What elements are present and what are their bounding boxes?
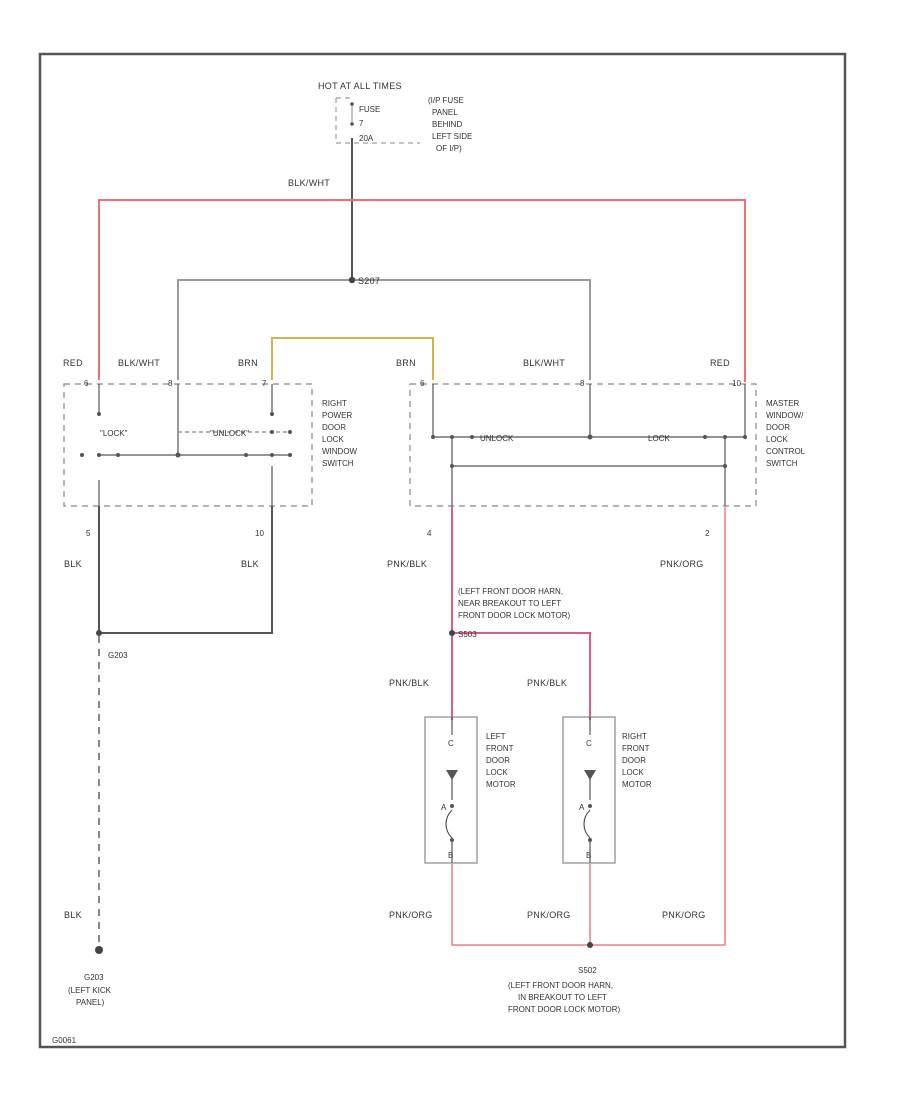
ground-junction-label: G203 (108, 651, 128, 660)
splice-s502-note: (LEFT FRONT DOOR HARN, IN BREAKOUT TO LE… (508, 981, 620, 1014)
right-motor-arrow (584, 770, 596, 780)
splice-s207-label: S207 (358, 276, 380, 286)
master-switch-unlock-label: UNLOCK (480, 434, 514, 443)
ground-point (95, 946, 103, 954)
master-switch-pin: 4 (427, 529, 432, 538)
left-motor-terminal (450, 804, 454, 808)
power-title: HOT AT ALL TIMES (318, 81, 402, 91)
fuse-number: 7 (359, 119, 364, 128)
left-motor-pin-c: C (448, 739, 454, 748)
right-motor-pin-a: A (579, 803, 585, 812)
wire-label-red-right: RED (710, 358, 730, 368)
wire-label-blk-left: BLK (64, 559, 82, 569)
fuse-box (335, 97, 420, 144)
wire-label-blk-ground: BLK (64, 910, 82, 920)
right-switch-internals (98, 384, 290, 506)
wire-label-blkwht-right: BLK/WHT (523, 358, 565, 368)
wire-label-pnkorg-mid: PNK/ORG (527, 910, 571, 920)
wire-label-blkwht-left: BLK/WHT (118, 358, 160, 368)
fuse-location: (I/P FUSE PANEL BEHIND LEFT SIDE OF I/P) (428, 96, 475, 153)
right-motor-terminal (588, 838, 592, 842)
splice-s503 (449, 630, 455, 636)
fuse-amperage: 20A (359, 134, 374, 143)
wire-s207-distribution (177, 279, 591, 380)
wire-pnkorg-loop (451, 506, 726, 946)
fuse-terminal (350, 122, 354, 126)
master-switch-label: MASTER WINDOW/ DOOR LOCK CONTROL SWITCH (766, 399, 807, 468)
wire-label-pnkorg-left: PNK/ORG (389, 910, 433, 920)
wire-brn (271, 337, 434, 380)
master-switch-pin: 6 (420, 379, 425, 388)
ground-location: (LEFT KICK PANEL) (68, 986, 113, 1007)
diagram-border (38, 52, 847, 1049)
master-switch-pin: 2 (705, 529, 710, 538)
master-switch-pin: 10 (732, 379, 741, 388)
wire-label-pnkorg-top: PNK/ORG (660, 559, 704, 569)
master-switch-box (409, 383, 757, 507)
left-motor-pin-a: A (441, 803, 447, 812)
wire-label-brn-left: BRN (238, 358, 258, 368)
fuse-label: FUSE (359, 105, 380, 114)
right-switch-pin: 7 (262, 379, 267, 388)
wire-blk-ground (98, 506, 273, 634)
splice-s207 (348, 276, 356, 284)
left-motor-label: LEFT FRONT DOOR LOCK MOTOR (486, 732, 516, 789)
fuse-terminal (350, 102, 354, 106)
splice-s503-label: S503 (458, 630, 477, 639)
wire-red-loop (98, 199, 746, 382)
wire-label-red-left: RED (63, 358, 83, 368)
left-motor-internals (445, 717, 453, 863)
wire-label-feed: BLK/WHT (288, 178, 330, 188)
wire-pnkblk-right-motor (452, 632, 591, 720)
master-switch-pin: 8 (580, 379, 585, 388)
master-switch-contacts (431, 434, 747, 468)
left-motor-terminal (450, 838, 454, 842)
splice-s502 (587, 942, 593, 948)
master-switch-lock-label: LOCK (648, 434, 670, 443)
right-switch-lock-label: "LOCK" (100, 429, 128, 438)
right-switch-pin: 10 (255, 529, 264, 538)
splice-s502-label: S502 (578, 966, 597, 975)
right-switch-pin: 5 (86, 529, 91, 538)
wire-label-blk-right: BLK (241, 559, 259, 569)
right-switch-pin: 8 (168, 379, 173, 388)
wire-label-pnkblk-left-motor: PNK/BLK (389, 678, 429, 688)
right-motor-terminal (588, 804, 592, 808)
ground-label: G203 (84, 973, 104, 982)
wire-label-pnkorg-right: PNK/ORG (662, 910, 706, 920)
wire-label-pnkblk-top: PNK/BLK (387, 559, 427, 569)
splice-s503-note: (LEFT FRONT DOOR HARN, NEAR BREAKOUT TO … (458, 587, 570, 620)
right-switch-contacts (80, 412, 292, 458)
left-motor-pin-b: B (448, 851, 453, 860)
right-motor-pin-b: B (586, 851, 591, 860)
master-switch-internals (432, 384, 746, 506)
right-switch-unlock-label: "UNLOCK" (210, 429, 249, 438)
right-switch-pin: 6 (84, 379, 89, 388)
right-motor-label: RIGHT FRONT DOOR LOCK MOTOR (622, 732, 652, 789)
figure-id: G0061 (52, 1036, 77, 1045)
left-motor-arrow (446, 770, 458, 780)
wire-label-pnkblk-right-motor: PNK/BLK (527, 678, 567, 688)
right-switch-label: RIGHT POWER DOOR LOCK WINDOW SWITCH (322, 399, 359, 468)
right-motor-pin-c: C (586, 739, 592, 748)
wire-label-brn-right: BRN (396, 358, 416, 368)
ground-junction (96, 630, 102, 636)
right-switch-box (63, 383, 313, 507)
